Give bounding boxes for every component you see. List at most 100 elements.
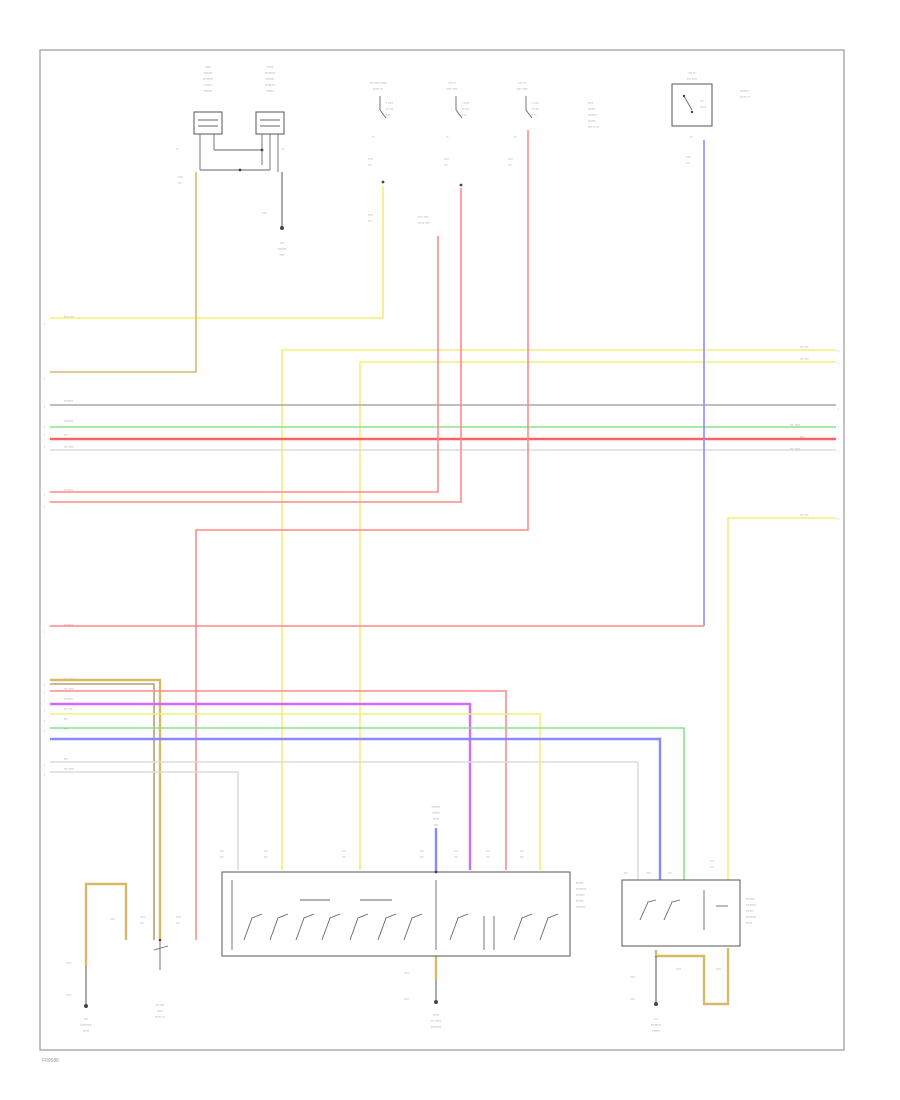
left-ground: ▪▪▪▪ ▪▪▪▪ ▪▪▪▪ ▪▪▪ ▪▪▪▪▪▪▪▪▪ ▪▪▪▪▪ (66, 917, 115, 1033)
wire-brown-harness (50, 683, 155, 940)
svg-text:▪▪▪▪▪▪▪: ▪▪▪▪▪▪▪ (432, 805, 441, 809)
wire-lightgray-harness-a (50, 761, 639, 880)
svg-text:▪▪▪ ▪▪▪▪: ▪▪▪ ▪▪▪▪ (790, 423, 800, 427)
svg-text:▪▪ ▪▪▪: ▪▪ ▪▪▪ (532, 107, 539, 111)
svg-text:▪▪▪▪: ▪▪▪▪ (178, 175, 183, 179)
svg-text:▪▪▪▪: ▪▪▪▪ (262, 211, 267, 215)
svg-text:▪▪▪▪▪▪▪: ▪▪▪▪▪▪▪ (746, 897, 755, 901)
svg-text:▪▪▪▪: ▪▪▪▪ (66, 993, 71, 997)
svg-text:▪▪▪▪▪▪▪▪: ▪▪▪▪▪▪▪▪ (746, 903, 756, 907)
svg-text:▪▪▪▪▪▪▪▪: ▪▪▪▪▪▪▪▪ (576, 887, 586, 891)
svg-text:▪▪▪▪▪▪▪: ▪▪▪▪▪▪▪ (64, 399, 73, 403)
svg-text:▪▪▪▪: ▪▪▪▪ (630, 997, 635, 1001)
svg-text:▪▪ ▪▪▪: ▪▪ ▪▪▪ (386, 107, 393, 111)
svg-text:▪▪▪: ▪▪▪ (280, 241, 284, 245)
svg-text:▪▪▪: ▪▪▪ (368, 219, 372, 223)
svg-text:▪▪▪: ▪▪▪ (220, 855, 224, 859)
svg-text:▪▪▪▪▪▪: ▪▪▪▪▪▪ (204, 83, 212, 87)
svg-text:▪: ▪ (44, 699, 45, 703)
wires (50, 130, 836, 1006)
svg-text:▪▪▪ ▪▪▪: ▪▪▪ ▪▪▪ (800, 513, 809, 517)
svg-text:▪▪: ▪▪ (282, 147, 284, 151)
svg-text:▪▪▪▪▪: ▪▪▪▪▪ (83, 1029, 89, 1033)
svg-text:▪: ▪ (44, 425, 45, 429)
svg-text:▪▪▪: ▪▪▪ (710, 865, 714, 869)
wire-yellow-a (50, 186, 384, 319)
wire-red-c (195, 130, 529, 940)
wire-blue-harness (50, 737, 662, 880)
svg-text:▪▪▪▪▪▪▪▪: ▪▪▪▪▪▪▪▪ (265, 83, 275, 87)
svg-text:▪▪▪▪: ▪▪▪▪ (716, 967, 721, 971)
wire-yellow-c (359, 361, 836, 870)
wire-red-b2 (50, 236, 439, 493)
svg-text:▪: ▪ (44, 505, 45, 509)
svg-text:▪▪: ▪▪ (176, 147, 178, 151)
center-ground-block: ▪▪▪▪▪▪▪ ▪▪▪▪▪▪ ▪▪▪▪▪ ▪▪▪▪ ▪▪▪▪ ▪▪▪▪ ▪▪▪▪… (404, 805, 441, 1029)
svg-text:▪▪▪▪▪: ▪▪▪▪▪ (700, 105, 706, 109)
svg-text:▪▪▪ ▪▪▪▪: ▪▪▪ ▪▪▪▪ (64, 445, 74, 449)
svg-text:▪▪▪: ▪▪▪ (264, 849, 268, 853)
svg-text:▪▪▪: ▪▪▪ (420, 855, 424, 859)
svg-text:▪▪▪▪▪▪: ▪▪▪▪▪▪ (746, 909, 754, 913)
svg-text:▪▪▪▪ ▪▪▪▪: ▪▪▪▪ ▪▪▪▪ (446, 87, 457, 91)
svg-text:▪▪▪: ▪▪▪ (454, 855, 458, 859)
svg-text:▪: ▪ (44, 322, 45, 326)
svg-text:▪▪▪ ▪▪▪▪: ▪▪▪ ▪▪▪▪ (431, 1019, 441, 1023)
wire-yellow-d (727, 517, 836, 880)
svg-text:▪: ▪ (44, 691, 45, 695)
fuse-panel-a: ▪▪▪ ▪▪▪▪ ▪▪▪▪▪ ▪▪▪▪▪ ▪▪ ▪ ▪▪▪▪ ▪▪ ▪▪▪ ▪ … (368, 81, 393, 223)
wire-tan-right-ground (654, 948, 730, 1006)
svg-text:▪: ▪ (44, 763, 45, 767)
svg-text:▪▪▪▪▪ ▪▪: ▪▪▪▪▪ ▪▪ (155, 1015, 165, 1019)
svg-text:▪▪▪: ▪▪▪ (178, 181, 182, 185)
svg-text:▪▪▪ ▪▪▪▪: ▪▪▪ ▪▪▪▪ (790, 447, 800, 451)
right-ground: ▪▪▪▪ ▪▪▪▪ ▪▪▪▪ ▪▪▪▪ ▪▪▪ ▪▪▪▪▪▪▪▪ ▪▪▪▪▪▪ (630, 956, 721, 1033)
drawing-code: F09586 (42, 1058, 59, 1064)
right-connector-labels: ▪▪▪ ▪▪▪▪ ▪▪▪ ▪▪▪▪ ▪▪▪▪▪▪▪▪ ▪▪▪ ▪▪▪▪▪ ▪▪▪… (790, 345, 839, 521)
svg-text:▪▪▪▪ ▪▪▪▪: ▪▪▪▪ ▪▪▪▪ (516, 87, 527, 91)
svg-text:▪▪▪▪▪▪▪: ▪▪▪▪▪▪▪ (278, 247, 287, 251)
svg-text:▪▪▪ ▪▪▪▪ ▪▪▪▪▪: ▪▪▪ ▪▪▪▪ ▪▪▪▪▪ (369, 81, 386, 85)
svg-text:▪▪▪: ▪▪▪ (64, 757, 68, 761)
svg-text:▪▪▪▪: ▪▪▪▪ (368, 213, 373, 217)
svg-text:▪▪▪▪: ▪▪▪▪ (433, 823, 438, 827)
svg-text:▪: ▪ (838, 425, 839, 429)
svg-text:▪▪▪▪ ▪▪▪: ▪▪▪▪ ▪▪▪ (64, 315, 74, 319)
svg-text:▪: ▪ (838, 361, 839, 365)
wire-yellow-harness (50, 713, 541, 870)
svg-text:▪▪: ▪▪ (690, 135, 692, 139)
svg-text:▪▪▪: ▪▪▪ (686, 161, 690, 165)
fuse-panel-b: ▪▪▪ ▪▪ ▪▪▪▪ ▪▪▪▪ ▪ ▪▪▪▪ ▪▪ ▪▪▪ ▪ ▪▪ ▪▪ ▪… (418, 81, 469, 225)
svg-text:▪▪▪ ▪▪▪▪: ▪▪▪ ▪▪▪▪ (64, 687, 74, 691)
svg-text:▪: ▪ (838, 407, 839, 411)
svg-text:▪▪▪: ▪▪▪ (64, 727, 68, 731)
svg-text:▪: ▪ (44, 445, 45, 449)
svg-text:▪▪▪: ▪▪▪ (84, 1017, 88, 1021)
svg-text:▪▪▪ ▪▪▪▪: ▪▪▪ ▪▪▪▪ (64, 767, 74, 771)
wire-green-harness (50, 727, 685, 880)
svg-text:▪▪▪▪▪: ▪▪▪▪▪ (433, 1013, 439, 1017)
fuse-panel-c: ▪▪▪ ▪▪ ▪▪▪▪ ▪▪▪▪ ▪ ▪▪▪▪ ▪▪ ▪▪▪ ▪ ▪▪ ▪▪ ▪… (508, 81, 539, 167)
svg-text:▪▪▪▪: ▪▪▪▪ (110, 917, 115, 921)
svg-text:▪▪▪: ▪▪▪ (444, 163, 448, 167)
svg-text:▪: ▪ (44, 683, 45, 687)
left-connector-labels: ▪▪▪▪▪ ▪▪▪ ▪▪▪▪▪▪▪▪ ▪▪▪▪▪▪▪▪ ▪▪▪▪▪▪▪▪ ▪▪▪… (44, 315, 74, 777)
svg-text:▪▪▪▪: ▪▪▪▪ (279, 253, 284, 257)
svg-text:▪▪▪▪: ▪▪▪▪ (205, 65, 210, 69)
svg-text:▪▪▪▪▪ ▪▪: ▪▪▪▪▪ ▪▪ (373, 87, 383, 91)
wire-red-b1 (50, 188, 462, 503)
svg-text:▪▪▪▪: ▪▪▪▪ (66, 961, 71, 965)
left-lock-switch: ▪▪▪▪▪▪▪ ▪▪▪▪▪▪▪ ▪▪ ▪▪▪▪ ▪▪▪▪▪ ▪▪▪▪▪ ▪▪ (140, 915, 181, 1019)
svg-text:▪▪▪▪▪▪: ▪▪▪▪▪▪ (432, 811, 440, 815)
svg-text:▪▪: ▪▪ (514, 135, 516, 139)
svg-text:▪: ▪ (44, 773, 45, 777)
svg-text:▪▪▪ ▪▪ ▪▪: ▪▪▪ ▪▪ ▪▪ (588, 125, 599, 129)
wire-tan-harness (50, 678, 162, 940)
right-lock-module: ▪▪▪ ▪▪▪▪ ▪▪▪ ▪▪▪ ▪▪▪ ▪▪▪▪▪▪▪ ▪▪▪▪▪▪▪▪ ▪▪… (621, 859, 756, 947)
svg-text:▪▪▪▪▪▪▪: ▪▪▪▪▪▪▪ (576, 905, 585, 909)
wire-yellow-b (281, 349, 836, 870)
svg-text:▪▪▪▪▪▪▪: ▪▪▪▪▪▪▪ (576, 893, 585, 897)
svg-text:▪▪▪▪▪ ▪▪▪▪: ▪▪▪▪▪ ▪▪▪▪ (418, 221, 430, 225)
svg-text:▪: ▪ (44, 709, 45, 713)
